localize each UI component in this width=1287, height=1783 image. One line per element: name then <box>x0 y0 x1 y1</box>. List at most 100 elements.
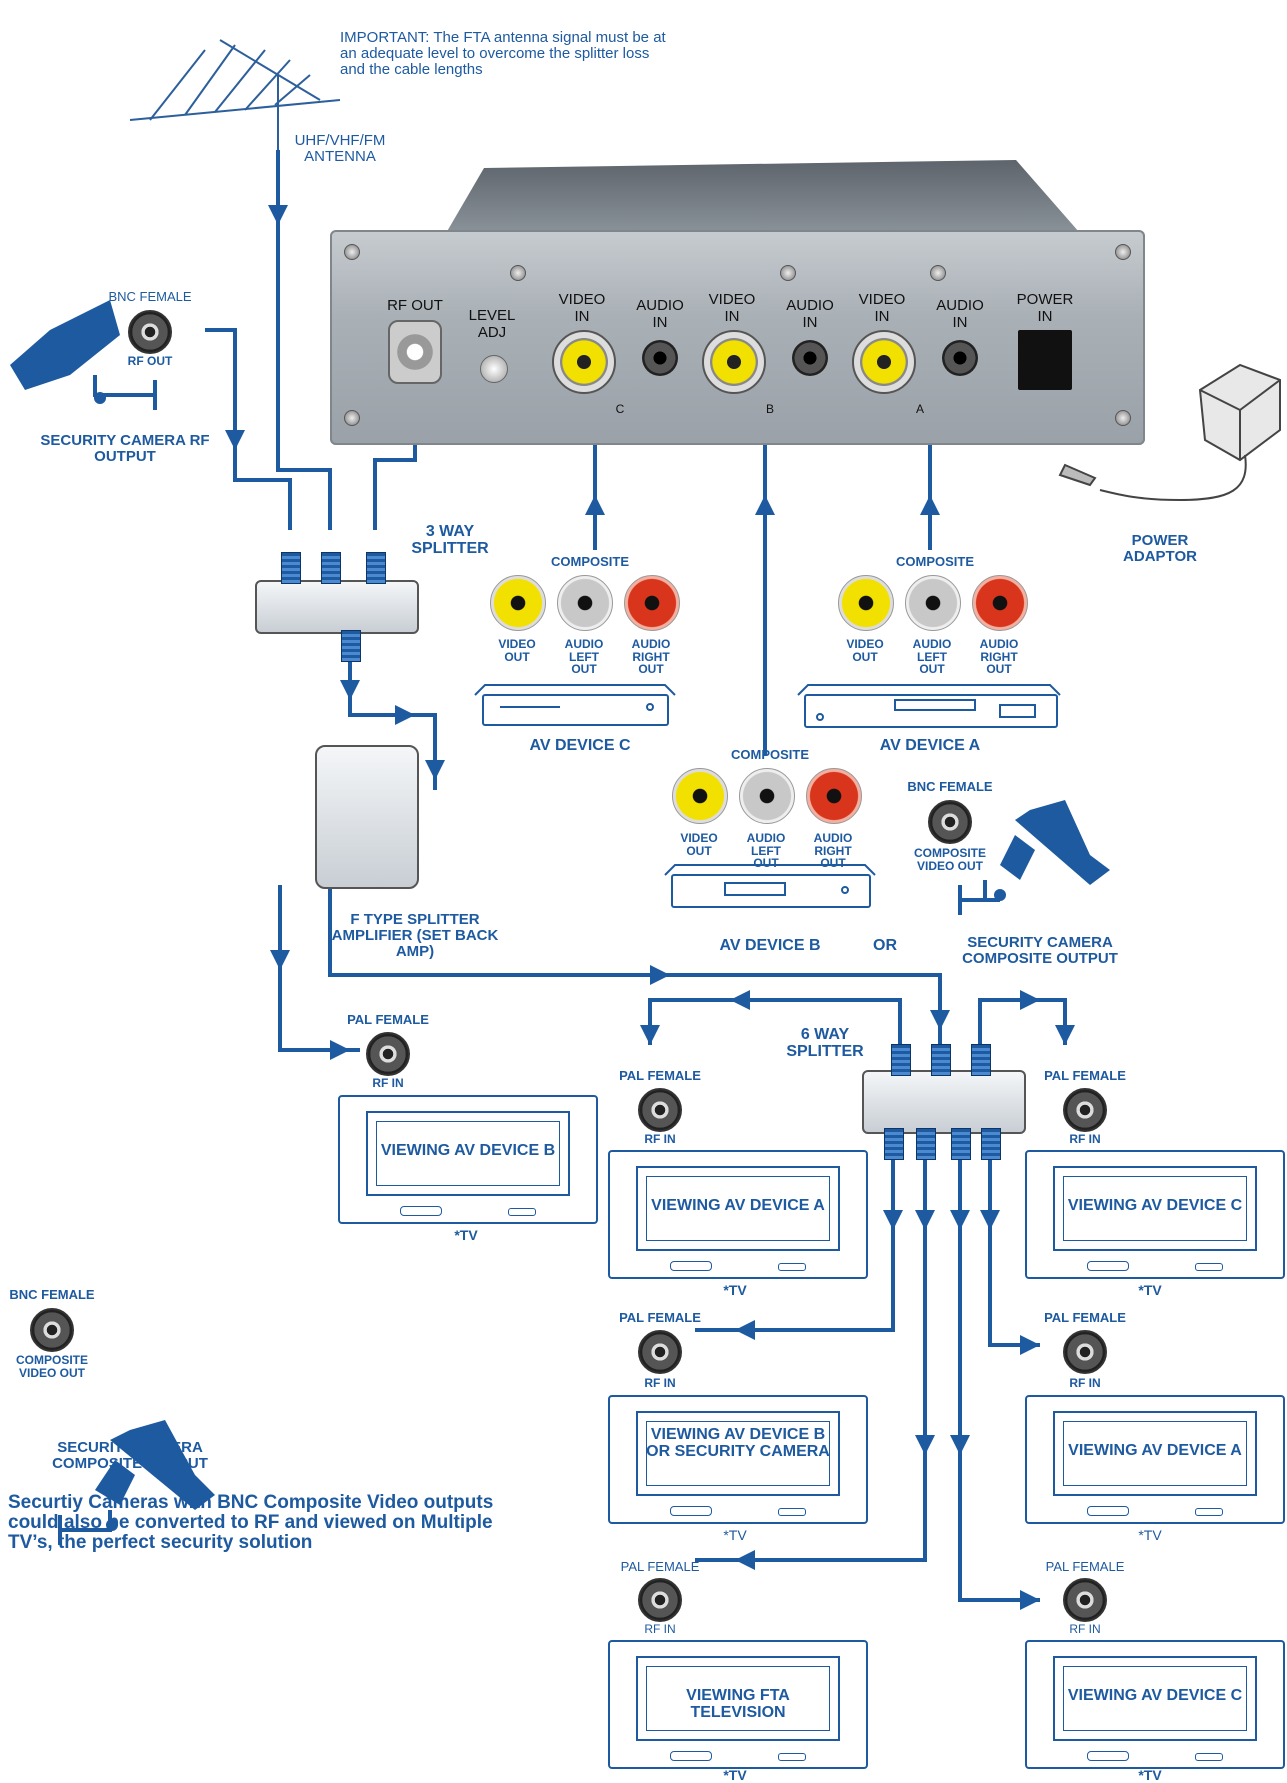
tv-controls-icon <box>670 1751 712 1761</box>
rf-out-port <box>388 320 442 384</box>
splitter3-input-port <box>366 552 386 584</box>
camera-comp-right-port-label: COMPOSITE VIDEO OUT <box>913 846 986 873</box>
audio-in-b-port <box>792 340 828 376</box>
tv-caption: *TV <box>723 1282 747 1298</box>
splitter6-label: 6 WAY SPLITTER <box>786 1026 864 1060</box>
rf-in-label: RF IN <box>372 1076 404 1090</box>
composite-c-label: COMPOSITE <box>550 554 630 569</box>
tv-title: VIEWING FTA TELEVISION <box>686 1687 790 1721</box>
av-device-b-icon <box>664 864 876 908</box>
rf-in-label: RF IN <box>1069 1132 1101 1146</box>
security-camera-composite-left-icon <box>58 1420 215 1545</box>
screw-icon <box>1115 410 1131 426</box>
composite-b-label: COMPOSITE <box>730 747 810 762</box>
rf-in-label: RF IN <box>1069 1622 1101 1636</box>
video-out-c-icon <box>490 575 546 631</box>
audio-in-b-label: AUDIO IN <box>786 297 834 331</box>
camera-comp-right-connector-label: BNC FEMALE <box>907 779 993 794</box>
video-out-a-label: VIDEO OUT <box>846 637 884 664</box>
pal-female-icon <box>366 1032 410 1076</box>
audio-left-c-label: AUDIO LEFT OUT <box>564 637 604 677</box>
level-adj-knob <box>480 355 508 383</box>
pal-female-icon <box>638 1578 682 1622</box>
audio-left-b-label: AUDIO LEFT OUT <box>746 831 786 871</box>
tv-av-device-a-2: VIEWING AV DEVICE A <box>1025 1395 1285 1524</box>
splitter6-port <box>981 1128 1001 1160</box>
pal-female-label: PAL FEMALE <box>619 1310 701 1325</box>
tv-controls-icon <box>778 1263 806 1271</box>
av-device-a-label: AV DEVICE A <box>879 737 981 754</box>
rf-in-label: RF IN <box>1069 1376 1101 1390</box>
antenna-label: UHF/VHF/FM ANTENNA <box>294 132 386 165</box>
pal-female-label: PAL FEMALE <box>1044 1068 1126 1083</box>
group-c-label: C <box>615 402 625 416</box>
audio-in-a-label: AUDIO IN <box>936 297 984 331</box>
pal-female-label: PAL FEMALE <box>347 1012 429 1027</box>
tv-caption: *TV <box>1138 1282 1162 1298</box>
tv-controls-icon <box>1195 1263 1223 1271</box>
splitter6-port <box>971 1044 991 1076</box>
audio-left-a-label: AUDIO LEFT OUT <box>912 637 952 677</box>
power-in-label: POWER IN <box>1016 291 1074 325</box>
tv-title: VIEWING AV DEVICE B <box>380 1142 556 1159</box>
splitter6-port <box>891 1044 911 1076</box>
antenna-icon <box>129 39 341 150</box>
tv-title: VIEWING AV DEVICE C <box>1067 1197 1243 1214</box>
security-camera-composite-right-icon <box>958 800 1110 915</box>
rf-out-label: RF OUT <box>387 297 443 314</box>
camera-comp-left-label: SECURITY CAMERA COMPOSITE OUTPUT <box>52 1439 208 1472</box>
splitter-amplifier <box>315 745 419 889</box>
rf-in-label: RF IN <box>644 1376 676 1390</box>
tv-caption: *TV <box>723 1767 747 1783</box>
splitter6-port <box>951 1128 971 1160</box>
tv-controls-icon <box>670 1261 712 1271</box>
level-adj-label: LEVEL ADJ <box>468 307 516 341</box>
tv-caption: *TV <box>723 1527 747 1543</box>
video-in-c-port <box>552 330 616 394</box>
pal-female-label: PAL FEMALE <box>620 1559 700 1574</box>
tv-controls-icon <box>778 1753 806 1761</box>
tv-controls-icon <box>1195 1753 1223 1761</box>
audio-right-b-label: AUDIO RIGHT OUT <box>813 831 853 871</box>
screw-icon <box>510 265 526 281</box>
audio-right-a-icon <box>972 575 1028 631</box>
camera-rf-connector-label: BNC FEMALE <box>108 289 192 304</box>
camera-comp-right-label: SECURITY CAMERA COMPOSITE OUTPUT <box>962 934 1118 967</box>
tv-fta-television: VIEWING FTA TELEVISION <box>608 1640 868 1769</box>
tv-av-device-c-2: VIEWING AV DEVICE C <box>1025 1640 1285 1769</box>
camera-rf-port-label: RF OUT <box>127 354 173 368</box>
video-in-b-port <box>702 330 766 394</box>
pal-female-label: PAL FEMALE <box>619 1068 701 1083</box>
splitter3-input-port <box>321 552 341 584</box>
tv-controls-icon <box>670 1506 712 1516</box>
tv-controls-icon <box>1195 1508 1223 1516</box>
av-device-c-icon <box>474 684 676 726</box>
video-in-b-label: VIDEO IN <box>708 291 756 325</box>
camera-rf-label: SECURITY CAMERA RF OUTPUT <box>40 432 210 465</box>
tv-title: VIEWING AV DEVICE A <box>651 1197 825 1214</box>
amplifier-label: F TYPE SPLITTER AMPLIFIER (SET BACK AMP) <box>331 911 499 960</box>
splitter3-label: 3 WAY SPLITTER <box>411 523 489 557</box>
pal-female-label: PAL FEMALE <box>1044 1310 1126 1325</box>
tv-av-device-a: VIEWING AV DEVICE A <box>608 1150 868 1279</box>
video-in-a-port <box>852 330 916 394</box>
group-b-label: B <box>765 402 775 416</box>
audio-left-b-icon <box>739 768 795 824</box>
tv-controls-icon <box>778 1508 806 1516</box>
audio-left-a-icon <box>905 575 961 631</box>
rf-modulator: RF OUT LEVEL ADJ VIDEO IN AUDIO IN C VID… <box>330 230 1145 445</box>
tv-title: VIEWING AV DEVICE B OR SECURITY CAMERA <box>646 1426 830 1460</box>
screw-icon <box>930 265 946 281</box>
audio-in-a-port <box>942 340 978 376</box>
splitter6-port <box>916 1128 936 1160</box>
three-way-splitter <box>255 580 419 634</box>
bnc-female-icon <box>30 1308 74 1352</box>
pal-female-icon <box>1063 1578 1107 1622</box>
camera-comp-left-connector-label: BNC FEMALE <box>9 1287 95 1302</box>
tv-title: VIEWING AV DEVICE A <box>1068 1442 1242 1459</box>
or-label: OR <box>873 937 897 954</box>
audio-right-c-icon <box>624 575 680 631</box>
video-out-b-label: VIDEO OUT <box>680 831 718 858</box>
tv-caption: *TV <box>1138 1767 1162 1783</box>
